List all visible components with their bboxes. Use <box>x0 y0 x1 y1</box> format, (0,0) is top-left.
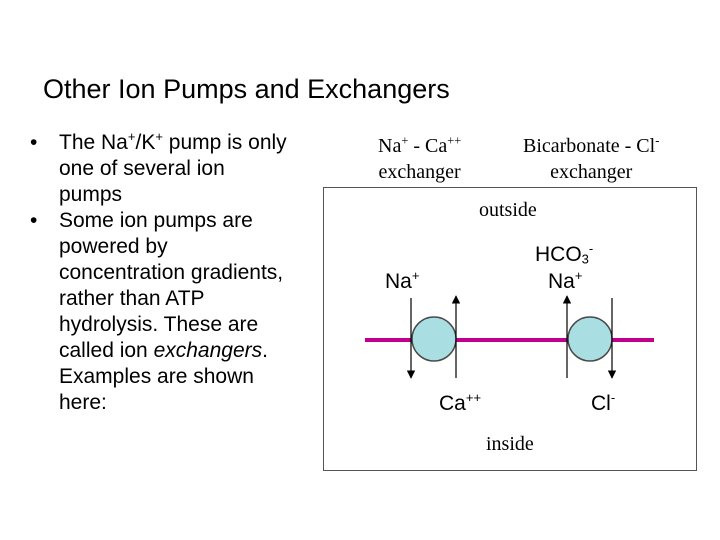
exchanger-1-heading: Na+ - Ca++ exchanger <box>378 133 461 185</box>
bullet-dot: • <box>30 131 38 154</box>
exchanger-1-line2: exchanger <box>378 161 461 183</box>
bullet-1-sup-1: + <box>127 129 136 145</box>
outside-label: outside <box>479 199 537 221</box>
ion-label-ca: Ca++ <box>439 390 482 415</box>
slide-title: Other Ion Pumps and Exchangers <box>43 74 450 104</box>
bullet-2-text-italic: exchangers <box>153 339 263 362</box>
exchanger-2-line1: Bicarbonate - Cl- <box>523 133 660 157</box>
exchanger-2-line2: exchanger <box>550 161 633 183</box>
bullet-1-text-mid: /K <box>135 131 156 154</box>
bicarbonate-cl-exchanger-protein <box>567 316 613 362</box>
bullet-list: • The Na+/K+ pump is only one of several… <box>30 130 290 416</box>
ion-label-na-left: Na+ <box>385 268 420 293</box>
bullet-1-sup-2: + <box>155 129 163 145</box>
ion-label-cl: Cl- <box>591 390 616 415</box>
bullet-1-text-pre: The Na <box>59 131 128 154</box>
ion-label-hco3: HCO3- <box>535 241 594 267</box>
exchanger-1-line1: Na+ - Ca++ <box>378 133 462 157</box>
bullet-item-1: • The Na+/K+ pump is only one of several… <box>30 130 290 208</box>
inside-label: inside <box>486 433 534 455</box>
bullet-item-2: • Some ion pumps are powered by concentr… <box>30 208 290 416</box>
na-ca-exchanger-protein <box>411 316 457 362</box>
bullet-2-text-post: . Examples are shown here: <box>59 339 268 414</box>
bullet-1-text-post: pump is only one of several ion pumps <box>59 131 287 206</box>
exchanger-2-heading: Bicarbonate - Cl- exchanger <box>523 133 659 185</box>
bullet-2-text-pre: Some ion pumps are powered by concentrat… <box>59 209 284 362</box>
ion-label-na-right: Na+ <box>548 268 583 293</box>
diagram-box <box>323 187 697 471</box>
bullet-dot: • <box>30 209 38 232</box>
